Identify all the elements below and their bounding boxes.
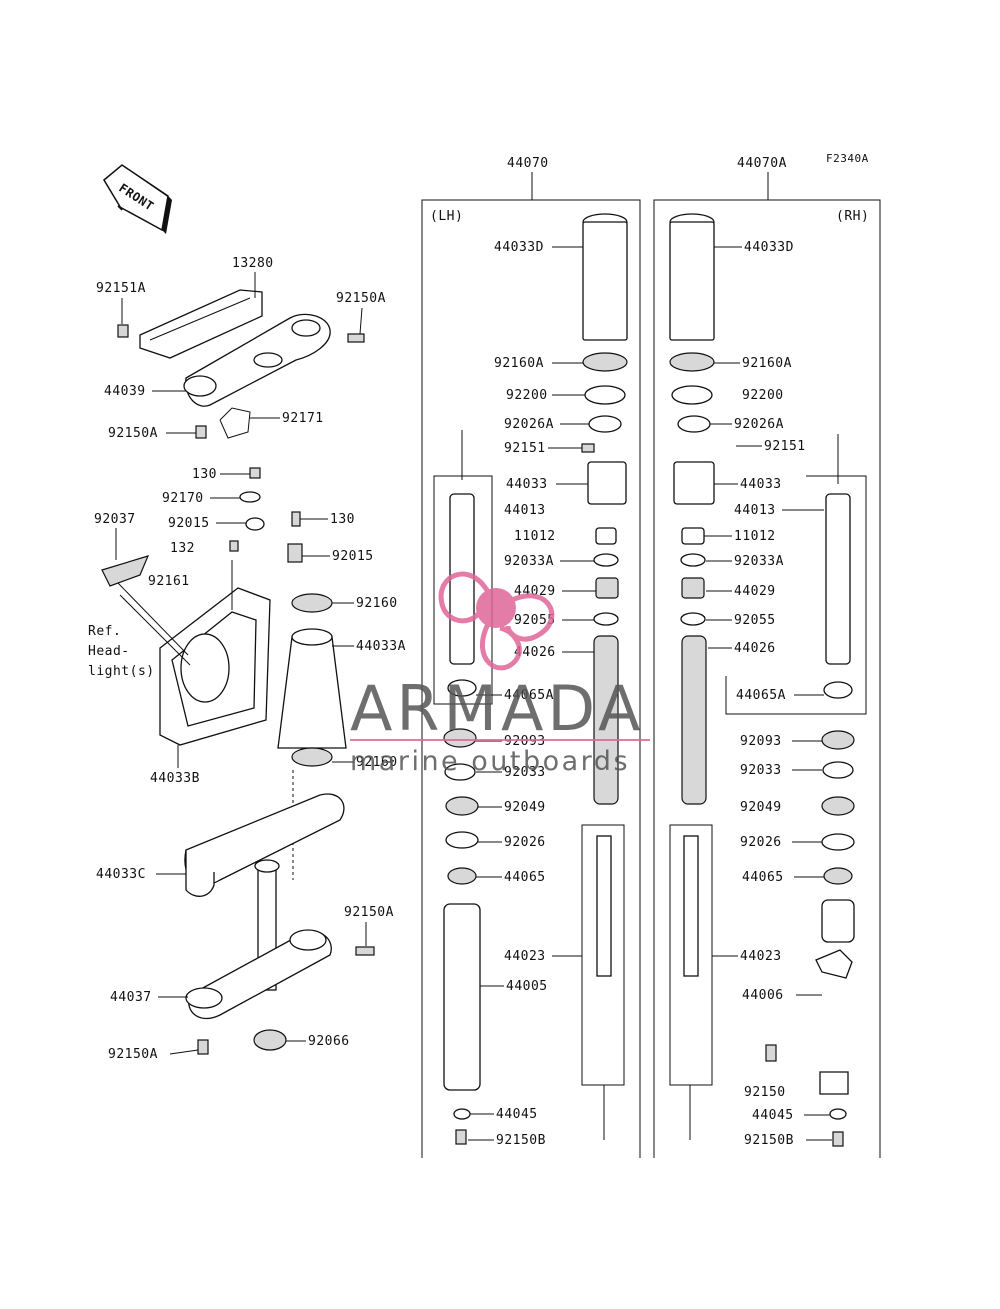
- part-label-44033B: 44033B: [150, 771, 200, 786]
- part-label-92150A-top: 92150A: [336, 291, 386, 306]
- rh-label-92150: 92150: [744, 1085, 786, 1100]
- propeller-logo-icon: [438, 571, 555, 671]
- headlight-cover-group: [101, 555, 271, 746]
- part-label-92171: 92171: [282, 411, 324, 426]
- lh-label-44033: 44033: [506, 477, 548, 492]
- rh-label-92026: 92026: [740, 835, 782, 850]
- lh-label-44026: 44026: [514, 645, 556, 660]
- rh-assembly-frame: 44070A (RH): [653, 156, 881, 1158]
- rh-label-92033A: 92033A: [734, 554, 784, 569]
- rh-label-44026: 44026: [734, 641, 776, 656]
- watermark-tagline: marine outboards: [350, 746, 630, 777]
- part-label-44033A: 44033A: [356, 639, 406, 654]
- lh-label-92026A: 92026A: [504, 417, 554, 432]
- part-label-130-b: 130: [330, 512, 355, 527]
- lh-label-92093: 92093: [504, 734, 546, 749]
- lh-label-92200: 92200: [506, 388, 548, 403]
- part-label-92150A-mid: 92150A: [108, 426, 158, 441]
- part-label-13280: 13280: [232, 256, 274, 271]
- rh-label-44033: 44033: [740, 477, 782, 492]
- part-label-92160-b: 92160: [356, 755, 398, 770]
- lh-label-44045: 44045: [496, 1107, 538, 1122]
- lh-label-92151: 92151: [504, 441, 546, 456]
- part-label-92161: 92161: [148, 574, 190, 589]
- upper-bracket-group: [117, 289, 365, 563]
- part-label-92015-a: 92015: [168, 516, 210, 531]
- part-label-92015-b: 92015: [332, 549, 374, 564]
- rh-label-92055: 92055: [734, 613, 776, 628]
- rh-label-92151: 92151: [764, 439, 806, 454]
- lh-label-44005: 44005: [506, 979, 548, 994]
- part-label-92066: 92066: [308, 1034, 350, 1049]
- rh-label-44065A: 44065A: [736, 688, 786, 703]
- lh-label-92160A: 92160A: [494, 356, 544, 371]
- front-arrow-icon: FRONT: [103, 164, 172, 234]
- part-label-132: 132: [170, 541, 195, 556]
- rh-side-label: (RH): [836, 209, 869, 224]
- lh-label-92033: 92033: [504, 765, 546, 780]
- part-label-44039: 44039: [104, 384, 146, 399]
- lh-fork-parts: [433, 213, 628, 1145]
- lh-assembly-frame: 44070 (LH): [421, 156, 641, 1158]
- lh-label-44065: 44065: [504, 870, 546, 885]
- rh-labels: 44033D 92160A 92200 92026A 92151 44033 4…: [704, 240, 832, 1148]
- rh-label-92093: 92093: [740, 734, 782, 749]
- rh-assembly-number: 44070A: [737, 156, 787, 171]
- lh-label-11012: 11012: [514, 529, 556, 544]
- left-labels: 13280 92151A 92150A 44039 92150A 92171 1…: [88, 256, 406, 1062]
- lh-label-44023: 44023: [504, 949, 546, 964]
- lower-bracket-group: [185, 859, 375, 1055]
- rh-label-92150B: 92150B: [744, 1133, 794, 1148]
- lh-label-44065A: 44065A: [504, 688, 554, 703]
- part-label-44037: 44037: [110, 990, 152, 1005]
- lh-side-label: (LH): [430, 209, 463, 224]
- part-label-92170: 92170: [162, 491, 204, 506]
- part-label-130-a: 130: [192, 467, 217, 482]
- lower-cover-group: [184, 793, 345, 897]
- lh-label-92055: 92055: [514, 613, 556, 628]
- stem-cover-group: [277, 593, 347, 880]
- rh-label-44023: 44023: [740, 949, 782, 964]
- lh-label-44033D: 44033D: [494, 240, 544, 255]
- rh-label-44029: 44029: [734, 584, 776, 599]
- lh-label-92150B: 92150B: [496, 1133, 546, 1148]
- part-label-92150A-bottom: 92150A: [108, 1047, 158, 1062]
- lh-label-92049: 92049: [504, 800, 546, 815]
- part-label-92037: 92037: [94, 512, 136, 527]
- rh-label-92026A: 92026A: [734, 417, 784, 432]
- lh-assembly-number: 44070: [507, 156, 549, 171]
- lh-label-92026: 92026: [504, 835, 546, 850]
- rh-label-92033: 92033: [740, 763, 782, 778]
- rh-label-44006: 44006: [742, 988, 784, 1003]
- part-label-44033C: 44033C: [96, 867, 146, 882]
- rh-label-44033D: 44033D: [744, 240, 794, 255]
- rh-label-44065: 44065: [742, 870, 784, 885]
- ref-note-line-2: Head-: [88, 644, 130, 659]
- part-label-92151A: 92151A: [96, 281, 146, 296]
- ref-note-line-1: Ref.: [88, 624, 121, 639]
- lh-label-92033A: 92033A: [504, 554, 554, 569]
- lh-label-44013: 44013: [504, 503, 546, 518]
- rh-label-92160A: 92160A: [742, 356, 792, 371]
- rh-label-11012: 11012: [734, 529, 776, 544]
- rh-label-92200: 92200: [742, 388, 784, 403]
- rh-fork-parts: [669, 213, 867, 1147]
- watermark-brand: ARMADA: [350, 672, 644, 745]
- rh-label-92049: 92049: [740, 800, 782, 815]
- diagram-code: F2340A: [826, 152, 869, 165]
- part-label-92160-a: 92160: [356, 596, 398, 611]
- part-label-92150A-low: 92150A: [344, 905, 394, 920]
- ref-note-line-3: light(s): [88, 664, 155, 679]
- rh-label-44013: 44013: [734, 503, 776, 518]
- lh-labels: 44033D 92160A 92200 92026A 92151 44033 4…: [468, 240, 596, 1148]
- armada-watermark: ARMADA marine outboards: [350, 571, 650, 777]
- rh-label-44045: 44045: [752, 1108, 794, 1123]
